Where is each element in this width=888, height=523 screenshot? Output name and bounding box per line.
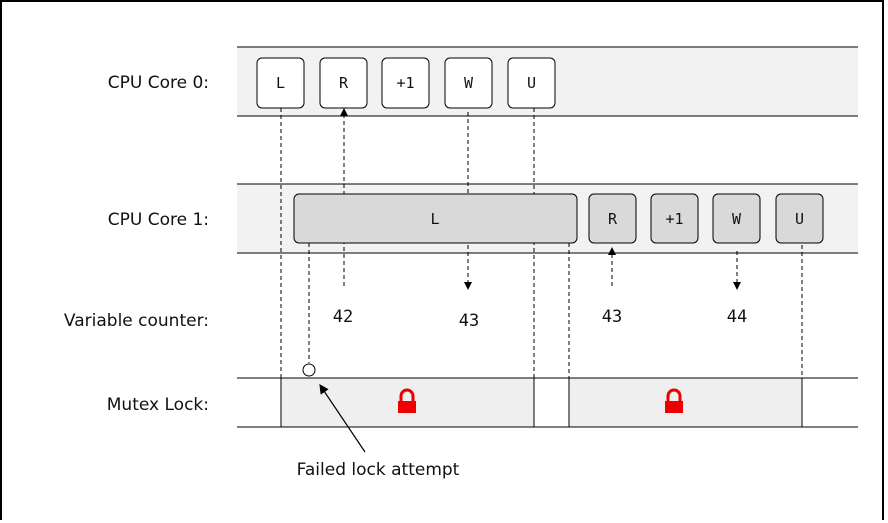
core1-op-box bbox=[712, 193, 761, 244]
failed-lock-marker bbox=[302, 363, 316, 377]
counter-value: 42 bbox=[333, 307, 353, 327]
counter-values: 42 43 43 44 bbox=[333, 307, 747, 331]
core1-op-label: +1 bbox=[665, 210, 683, 228]
core1-op-box bbox=[588, 193, 637, 244]
counter-value: 43 bbox=[602, 307, 622, 327]
lane-label-core0: CPU Core 0: bbox=[108, 73, 209, 93]
core0-op-label: +1 bbox=[396, 74, 414, 92]
core0-ops: L R +1 W U bbox=[256, 57, 556, 109]
core0-op-label: R bbox=[339, 74, 349, 92]
mutex-held-segment-2 bbox=[568, 377, 803, 428]
core1-op-box bbox=[775, 193, 824, 244]
core0-op-box bbox=[381, 57, 430, 109]
core0-op-box bbox=[319, 57, 368, 109]
annotation-arrow bbox=[319, 384, 366, 453]
padlock-icon bbox=[665, 388, 683, 413]
mutex-lane bbox=[237, 377, 858, 428]
core1-op-label: W bbox=[732, 210, 742, 228]
core0-op-label: L bbox=[276, 74, 285, 92]
core0-op-box bbox=[507, 57, 556, 109]
core0-op-box bbox=[256, 57, 305, 109]
lane-label-mutex: Mutex Lock: bbox=[107, 395, 209, 415]
core0-op-box bbox=[444, 57, 493, 109]
core1-op-label: R bbox=[608, 210, 618, 228]
core0-op-label: U bbox=[527, 74, 536, 92]
lane-label-counter: Variable counter: bbox=[64, 311, 209, 331]
counter-value: 43 bbox=[459, 311, 479, 331]
padlock-icon bbox=[398, 388, 416, 413]
core1-ops: L R +1 W U bbox=[293, 193, 824, 244]
core1-op-box-lock-wait bbox=[293, 193, 578, 244]
core1-op-box bbox=[650, 193, 699, 244]
core0-op-label: W bbox=[464, 74, 474, 92]
core1-op-label: L bbox=[430, 210, 439, 228]
counter-value: 44 bbox=[727, 307, 747, 327]
lane-label-core1: CPU Core 1: bbox=[108, 210, 209, 230]
annotation-failed-lock: Failed lock attempt bbox=[297, 460, 460, 480]
core1-op-label: U bbox=[795, 210, 804, 228]
